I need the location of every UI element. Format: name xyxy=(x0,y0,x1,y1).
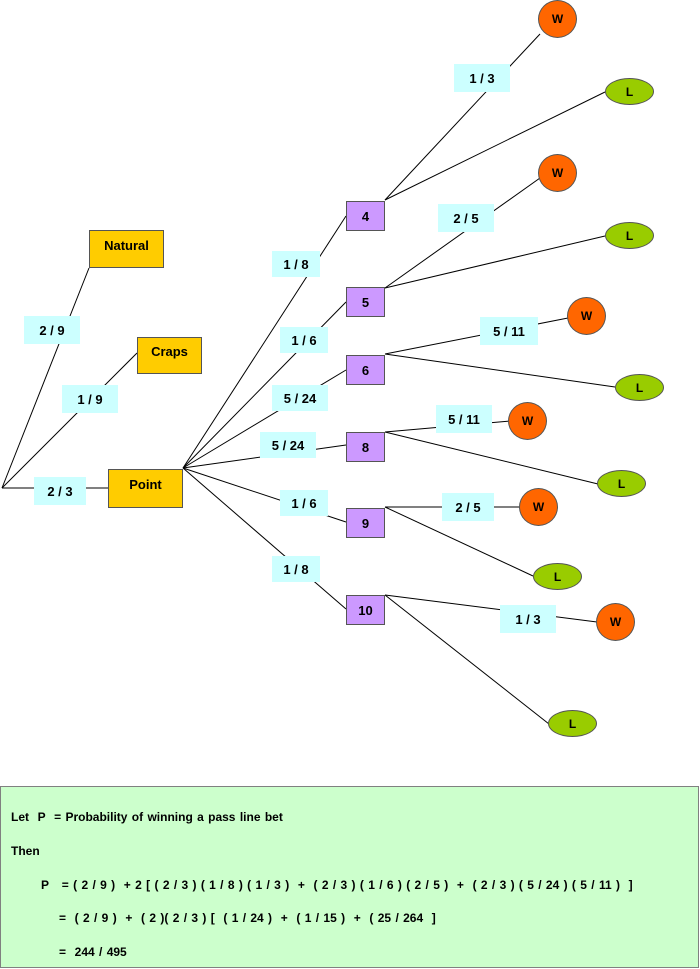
win-prob-label-8: 5 / 11 xyxy=(436,405,492,433)
natural-node: Natural xyxy=(89,230,164,268)
win-outcome-10: W xyxy=(596,603,635,641)
point-6-node: 6 xyxy=(346,355,385,385)
point-node: Point xyxy=(108,469,183,508)
win-outcome-6: W xyxy=(567,297,606,335)
prob-label-point-4: 1 / 8 xyxy=(272,251,320,277)
formula-result: = 244 / 495 xyxy=(59,945,127,959)
prob-label-point-10: 1 / 8 xyxy=(272,556,320,582)
prob-label-point-5: 1 / 6 xyxy=(280,327,328,353)
formula-expansion: P = ( 2 / 9 ) + 2 [ ( 2 / 3 ) ( 1 / 8 ) … xyxy=(41,878,633,892)
formula-simplification: = ( 2 / 9 ) + ( 2 )( 2 / 3 ) [ ( 1 / 24 … xyxy=(59,911,436,925)
lose-outcome-9: L xyxy=(533,563,582,590)
lose-outcome-5: L xyxy=(605,222,654,249)
point-9-node: 9 xyxy=(346,508,385,538)
point-4-node: 4 xyxy=(346,201,385,231)
win-outcome-5: W xyxy=(538,154,577,192)
formula-then: Then xyxy=(11,844,40,858)
win-outcome-8: W xyxy=(508,402,547,440)
lose-outcome-8: L xyxy=(597,470,646,497)
lose-outcome-4: L xyxy=(605,78,654,105)
formula-panel: Let P = Probability of winning a pass li… xyxy=(0,786,699,968)
lose-outcome-10: L xyxy=(548,710,597,737)
win-outcome-9: W xyxy=(519,488,558,526)
win-prob-label-10: 1 / 3 xyxy=(500,605,556,633)
win-prob-label-4: 1 / 3 xyxy=(454,64,510,92)
prob-label-craps: 1 / 9 xyxy=(62,385,118,413)
prob-label-point: 2 / 3 xyxy=(34,477,86,505)
formula-definition: Let P = Probability of winning a pass li… xyxy=(11,810,283,824)
win-prob-label-5: 2 / 5 xyxy=(438,204,494,232)
prob-label-point-6: 5 / 24 xyxy=(272,385,328,411)
point-5-node: 5 xyxy=(346,287,385,317)
point-10-node: 10 xyxy=(346,595,385,625)
craps-node: Craps xyxy=(137,337,202,374)
prob-label-natural: 2 / 9 xyxy=(24,316,80,344)
win-outcome-4: W xyxy=(538,0,577,38)
point-8-node: 8 xyxy=(346,432,385,462)
lose-outcome-6: L xyxy=(615,374,664,401)
win-prob-label-6: 5 / 11 xyxy=(480,317,538,345)
win-prob-label-9: 2 / 5 xyxy=(442,493,494,521)
prob-label-point-9: 1 / 6 xyxy=(280,490,328,516)
prob-label-point-8: 5 / 24 xyxy=(260,432,316,458)
